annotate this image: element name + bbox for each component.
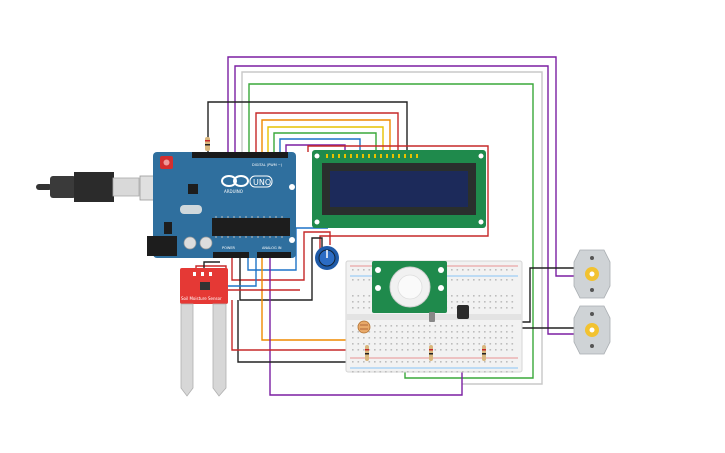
dc-motor-2[interactable] (573, 305, 611, 355)
small-chip (188, 184, 198, 194)
uno-text: UNO (253, 178, 271, 187)
mount-hole-2 (289, 237, 295, 243)
lcd-hole-3 (314, 219, 320, 225)
power-jack[interactable] (147, 236, 177, 256)
capacitor-bb[interactable] (429, 312, 435, 322)
transistor[interactable] (457, 305, 469, 319)
digital-header (192, 152, 288, 158)
lcd-display[interactable] (312, 150, 486, 228)
analog-header (257, 252, 291, 258)
wire-black-top[interactable] (207, 101, 408, 152)
lcd-screen (330, 171, 468, 207)
sensor-probe-right (212, 303, 227, 397)
arduino-uno[interactable]: ARDUINO UNO DIGITAL (PWM ~) POWER ANALOG… (147, 152, 296, 258)
wire-orange-bb[interactable] (261, 255, 365, 341)
chip-pins (215, 216, 283, 238)
wire-purple-top[interactable] (227, 56, 575, 277)
wire-blue-pot[interactable] (247, 227, 328, 271)
sensor-chip (200, 282, 210, 290)
wire-orange-top[interactable] (261, 119, 391, 152)
crystal (180, 205, 202, 214)
usb-plug-metal (112, 177, 140, 197)
wire-red-sensor[interactable] (195, 265, 300, 291)
usb-cable-tail (36, 184, 52, 190)
usb-plug-body (50, 176, 76, 198)
wire-red-bb[interactable] (231, 300, 360, 351)
pir-screw-1 (375, 267, 381, 273)
resistor-top[interactable] (205, 137, 210, 151)
wire-purple-short[interactable] (285, 144, 346, 152)
uno-badge (249, 175, 273, 188)
lcd-hole-2 (478, 153, 484, 159)
resistor-bb-3[interactable] (482, 345, 486, 361)
capacitor-1 (183, 236, 197, 250)
sensor-probe-left (180, 303, 194, 397)
usb-cable (36, 172, 161, 202)
pir-lens-inner (397, 274, 423, 300)
pir-screw-4 (438, 285, 444, 291)
wires (195, 56, 575, 396)
photoresistor[interactable] (357, 320, 371, 334)
lcd-hole-1 (314, 153, 320, 159)
lcd-pins (326, 154, 418, 158)
digital-header-label: DIGITAL (PWM ~) (252, 163, 283, 167)
wire-black-sensor[interactable] (203, 261, 220, 270)
soil-moisture-sensor[interactable]: Soil Moisture Sensor (180, 268, 228, 397)
power-header (213, 252, 249, 258)
pir-screw-2 (438, 267, 444, 273)
motor-1-shaft (589, 271, 595, 277)
potentiometer[interactable] (315, 246, 339, 270)
lcd-hole-4 (478, 219, 484, 225)
analog-header-label: ANALOG IN (262, 246, 282, 250)
atmega-chip (212, 218, 290, 236)
wire-gray[interactable] (241, 71, 543, 385)
wire-purple-top-2[interactable] (234, 65, 575, 335)
wire-red-top[interactable] (255, 112, 399, 152)
sensor-pins (193, 272, 212, 276)
dc-motor-1[interactable] (573, 249, 611, 299)
wire-green-top[interactable] (273, 132, 377, 152)
reset-button-center (163, 159, 170, 166)
usb-plug-housing (74, 172, 114, 202)
wire-black-pot[interactable] (239, 237, 323, 301)
wire-yellow-top[interactable] (267, 126, 384, 152)
motor-2-shaft (589, 327, 595, 333)
pir-sensor[interactable] (372, 261, 447, 313)
resistor-bb-1[interactable] (365, 345, 369, 361)
pir-screw-3 (375, 285, 381, 291)
wire-black-bb[interactable] (237, 300, 360, 363)
arduino-logo-right (233, 175, 249, 187)
wire-red-pot[interactable] (231, 231, 331, 281)
arduino-logo-text: ARDUINO (224, 189, 243, 194)
power-header-label: POWER (222, 246, 236, 250)
capacitor-2 (199, 236, 213, 250)
arduino-logo-left (221, 175, 237, 187)
component-1 (164, 222, 172, 234)
resistor-bb-2[interactable] (429, 345, 433, 361)
sensor-label: Soil Moisture Sensor (181, 296, 222, 301)
mount-hole-1 (289, 184, 295, 190)
